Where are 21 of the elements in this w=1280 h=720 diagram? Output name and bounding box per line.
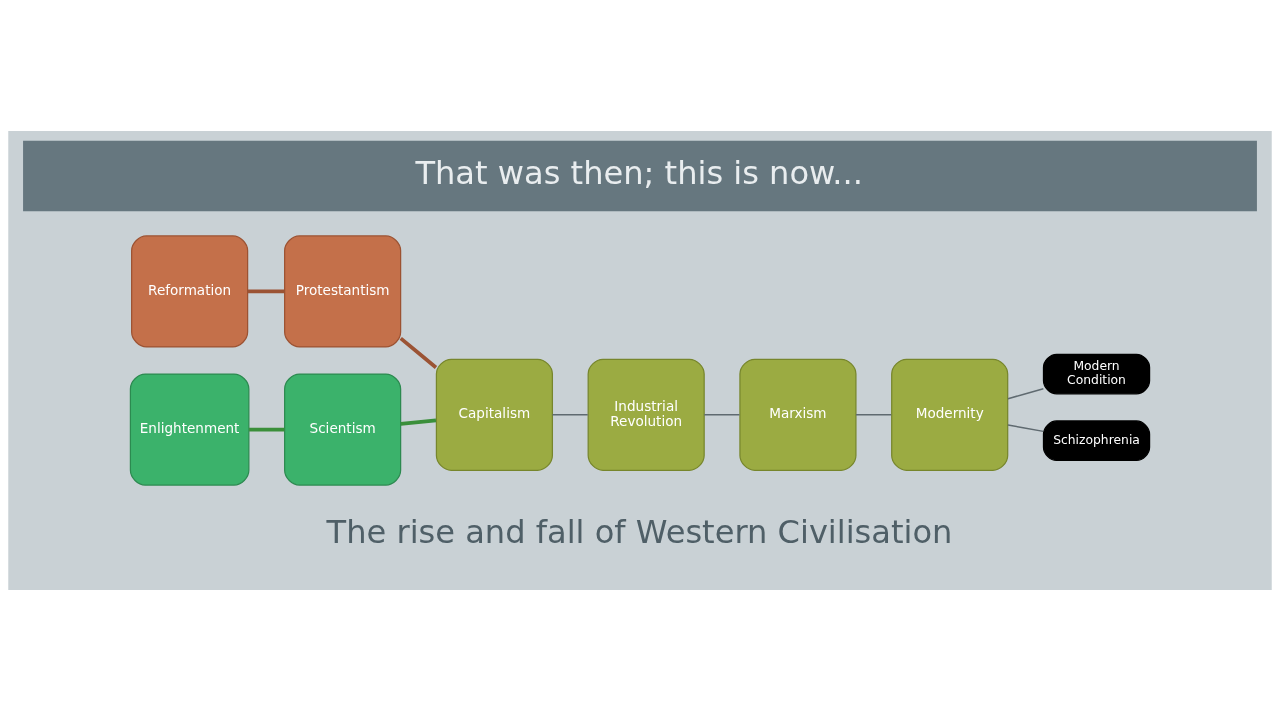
node-box: Modernity [891,358,1009,471]
node-box: Enlightenment [129,372,250,486]
connector [1007,387,1045,399]
node-box: Scientism [284,372,402,486]
node-box: Schizophrenia [1042,419,1151,461]
diagram-title: That was then; this is now... [415,153,863,192]
node-box: Industrial Revolution [587,358,705,471]
node-box: Reformation [131,234,249,348]
connector [1007,423,1045,432]
node-box: Capitalism [435,358,553,471]
connector [551,413,589,416]
node-box: Marxism [739,358,857,471]
connector [400,418,437,426]
connector [855,413,892,416]
connector [247,289,285,293]
node-box: Modern Condition [1042,353,1151,394]
connector [703,413,741,416]
connector [399,336,438,369]
node-box: Protestantism [284,234,402,348]
connector [249,427,285,431]
caption: The rise and fall of Western Civilisation [326,512,953,551]
